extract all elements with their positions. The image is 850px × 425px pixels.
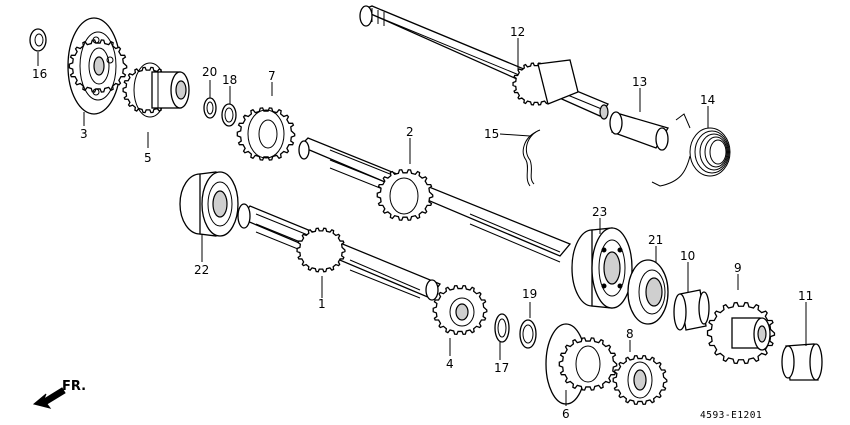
gear-4[interactable]	[433, 286, 487, 335]
callout-7: 7	[268, 69, 276, 83]
callout-2: 2	[406, 125, 414, 139]
callout-12: 12	[510, 25, 525, 39]
washer-19[interactable]	[519, 319, 537, 349]
callout-16: 16	[32, 67, 47, 81]
callout-9: 9	[734, 261, 742, 275]
gear-5[interactable]	[123, 63, 190, 117]
callout-4: 4	[446, 357, 454, 371]
washer-18[interactable]	[221, 103, 237, 127]
callout-10: 10	[680, 249, 695, 263]
callout-6: 6	[562, 407, 570, 421]
washer-16[interactable]	[29, 28, 47, 52]
callout-1: 1	[318, 297, 326, 311]
snap-ring-20[interactable]	[203, 97, 217, 119]
callout-22: 22	[194, 263, 209, 277]
callout-15: 15	[484, 127, 499, 141]
callout-8: 8	[626, 327, 634, 341]
gear-3[interactable]	[67, 18, 127, 114]
callouts: 16 3 5 20 18 7 12 13 14 15 2 23 21 10 9 …	[32, 25, 813, 421]
snap-ring-17[interactable]	[494, 313, 510, 343]
callout-14: 14	[700, 93, 715, 107]
countershaft-2[interactable]	[298, 137, 572, 263]
leader-lines	[37, 38, 807, 406]
bearing-22[interactable]	[179, 171, 239, 237]
gear-6[interactable]	[545, 323, 617, 405]
callout-13: 13	[632, 75, 647, 89]
kickstarter-shaft-12[interactable]	[359, 5, 609, 120]
sprocket-9[interactable]	[708, 303, 775, 364]
front-direction-arrow: FR.	[32, 379, 86, 409]
callout-21: 21	[648, 233, 663, 247]
callout-18: 18	[222, 73, 237, 87]
collar-13[interactable]	[609, 111, 669, 151]
oil-seal-21[interactable]	[627, 259, 669, 325]
spring-14[interactable]	[651, 113, 731, 187]
spring-clip-15[interactable]	[522, 129, 541, 187]
callout-5: 5	[144, 151, 152, 165]
gear-8[interactable]	[613, 356, 667, 405]
callout-20: 20	[202, 65, 217, 79]
callout-19: 19	[522, 287, 537, 301]
callout-11: 11	[798, 289, 813, 303]
collar-10[interactable]	[673, 289, 710, 331]
callout-17: 17	[494, 361, 509, 375]
mainshaft-1[interactable]	[237, 203, 442, 301]
gear-7[interactable]	[237, 108, 294, 160]
callout-23: 23	[592, 205, 607, 219]
direction-label: FR.	[62, 379, 86, 394]
collar-11[interactable]	[781, 343, 823, 381]
drawing-code: 4593-E1201	[700, 410, 762, 421]
bearing-23[interactable]	[571, 227, 633, 309]
callout-3: 3	[80, 127, 88, 141]
